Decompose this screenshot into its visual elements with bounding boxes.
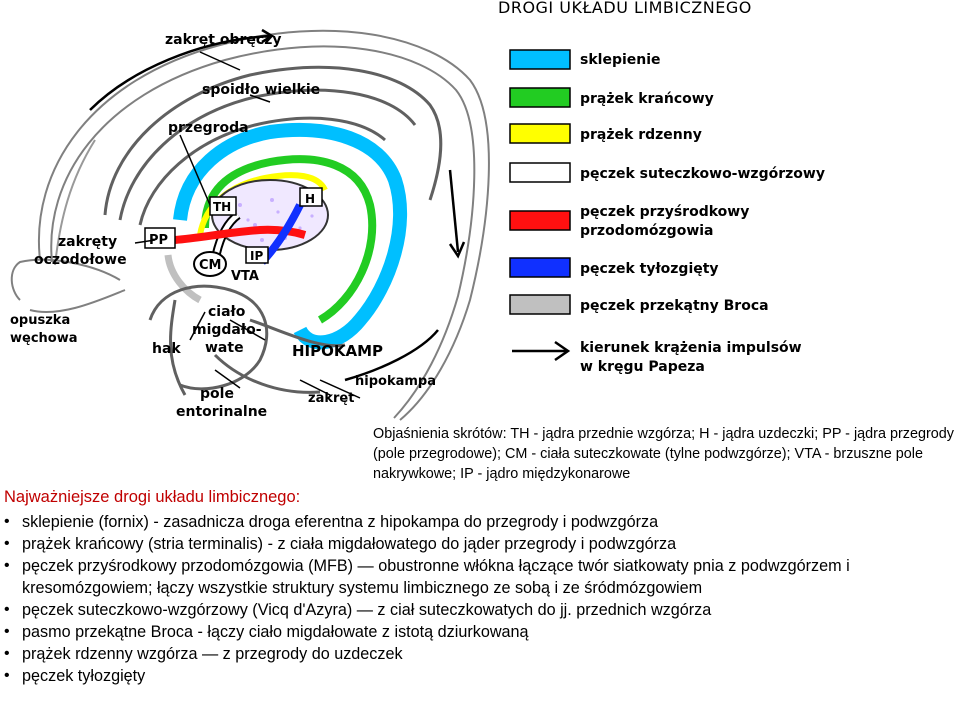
legend-label-1: prążek krańcowy: [580, 91, 714, 107]
legend-swatch-prazek-kran: [510, 88, 570, 107]
label-hipokampa: hipokampa: [355, 374, 436, 389]
legend-label-4a: pęczek przyśrodkowy: [580, 204, 749, 220]
label-zakret-obreczy: zakręt obręczy: [165, 32, 281, 48]
abbreviations-explanation: Objaśnienia skrótów: TH - jądra przednie…: [373, 424, 958, 484]
legend-title: DROGI UKŁADU LIMBICZNEGO: [498, 0, 752, 17]
label-cialo-3: wate: [205, 340, 244, 356]
label-opuszka-2: węchowa: [10, 331, 78, 346]
legend-swatch-suteczk: [510, 163, 570, 182]
legend-swatch-broca: [510, 295, 570, 314]
label-zakret: zakręt: [308, 391, 354, 406]
list-item: pasmo przekątne Broca - łączy ciało migd…: [4, 621, 954, 643]
legend-label-7b: w kręgu Papeza: [580, 359, 705, 375]
label-zakrety-1: zakręty: [58, 234, 117, 250]
label-pole-2: entorinalne: [176, 404, 267, 420]
label-th: TH: [213, 200, 231, 214]
list-item: sklepienie (fornix) - zasadnicza droga e…: [4, 511, 954, 533]
legend-label-6: pęczek przekątny Broca: [580, 298, 769, 314]
list-item: pęczek suteczkowo-wzgórzowy (Vicq d'Azyr…: [4, 599, 954, 621]
legend-label-7a: kierunek krążenia impulsów: [580, 340, 802, 356]
list-item: pęczek tyłozgięty: [4, 665, 954, 687]
label-vta: VTA: [231, 269, 259, 284]
legend-swatch-mfb: [510, 211, 570, 230]
label-hak: hak: [152, 341, 181, 357]
label-h: H: [305, 192, 315, 206]
legend: sklepienie prążek krańcowy prążek rdzenn…: [510, 50, 825, 375]
label-zakrety-2: oczodołowe: [34, 252, 127, 268]
legend-swatch-prazek-rdz: [510, 124, 570, 143]
legend-label-5: pęczek tyłozgięty: [580, 261, 719, 277]
list-item: prążek krańcowy (stria terminalis) - z c…: [4, 533, 954, 555]
legend-label-2: prążek rdzenny: [580, 127, 702, 143]
limbic-system-diagram: zakręt obręczy spoidło wielkie przegroda…: [0, 0, 960, 430]
label-pp: PP: [149, 233, 168, 248]
label-ip: IP: [250, 249, 263, 263]
pathways-list: sklepienie (fornix) - zasadnicza droga e…: [4, 511, 954, 687]
legend-swatch-sklepienie: [510, 50, 570, 69]
label-przegroda: przegroda: [168, 120, 249, 136]
legend-label-3: pęczek suteczkowo-wzgórzowy: [580, 166, 825, 182]
label-pole-1: pole: [200, 386, 234, 402]
label-cialo-1: ciało: [208, 304, 246, 320]
label-hipokamp: HIPOKAMP: [292, 342, 383, 360]
label-spoidlo: spoidło wielkie: [202, 82, 320, 98]
section-title: Najważniejsze drogi układu limbicznego:: [4, 488, 300, 507]
arrow-icon: [512, 342, 568, 360]
label-opuszka-1: opuszka: [10, 313, 70, 328]
legend-swatch-tylozg: [510, 258, 570, 277]
legend-label-4b: przodomózgowia: [580, 223, 714, 239]
label-cm: CM: [199, 258, 221, 273]
list-item: pęczek przyśrodkowy przodomózgowia (MFB)…: [4, 555, 954, 599]
list-item: prążek rdzenny wzgórza — z przegrody do …: [4, 643, 954, 665]
legend-label-0: sklepienie: [580, 52, 661, 68]
label-cialo-2: migdało-: [192, 322, 262, 338]
